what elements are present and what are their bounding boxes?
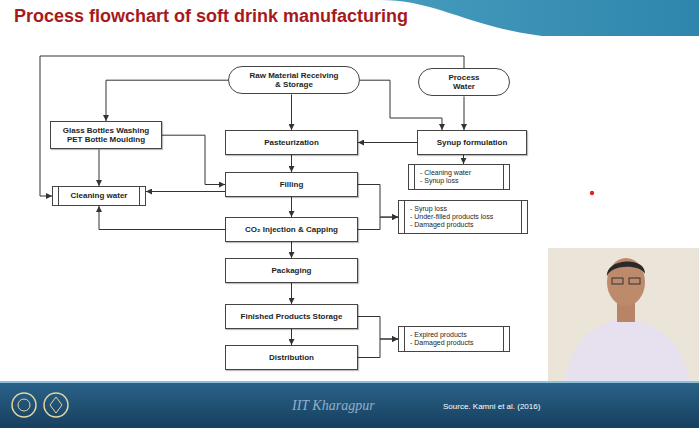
logo	[18, 399, 30, 411]
flow-arrow	[358, 217, 398, 229]
node-text: Glass Bottles Washing PET Bottle Mouldin…	[56, 126, 156, 144]
flow-arrow	[291, 94, 292, 130]
process-box: Filling	[225, 172, 358, 197]
process-box: Pasteurization	[225, 130, 358, 155]
output-box: - Syrup loss- Under-filled products loss…	[398, 200, 528, 234]
process-box: Glass Bottles Washing PET Bottle Mouldin…	[50, 121, 162, 149]
logo	[50, 397, 62, 413]
node-text: - Expired products	[410, 331, 498, 339]
flow-arrow	[99, 149, 100, 186]
process-box: Distribution	[225, 345, 358, 370]
process-box: Synup formulation	[417, 130, 527, 155]
logo	[44, 393, 68, 417]
logo	[12, 393, 36, 417]
flow-arrow	[463, 155, 464, 164]
flow-arrow	[291, 197, 292, 217]
node-text: Finished Products Storage	[231, 312, 352, 321]
output-box: Cleaning water	[52, 186, 146, 206]
node-text: Filling	[231, 180, 352, 189]
flow-arrow	[464, 96, 465, 130]
terminal-box: Process Water	[418, 68, 510, 96]
speaker-glasses	[629, 278, 640, 284]
node-text: - Synup loss	[420, 177, 498, 185]
flow-arrow	[146, 191, 225, 192]
flow-arrow	[291, 155, 292, 172]
bar-line	[0, 381, 699, 383]
title-curve	[0, 0, 560, 38]
source-note: Source. Kamni et al. (2016)	[443, 402, 540, 411]
node-text: Process Water	[437, 73, 491, 91]
terminal-box: Raw Material Receiving & Storage	[228, 66, 360, 94]
node-text: Synup formulation	[423, 138, 521, 147]
output-box: - Cleaning water- Synup loss	[408, 164, 510, 190]
flow-arrow	[40, 56, 464, 196]
speaker-head	[607, 258, 645, 306]
node-text: - Cleaning water	[420, 169, 498, 177]
flow-arrow	[106, 80, 228, 121]
flow-arrow	[291, 283, 292, 304]
bottom-bar	[0, 383, 699, 428]
node-text: Distribution	[231, 353, 352, 362]
speaker-glasses	[612, 278, 623, 284]
pointer-dot	[590, 191, 594, 195]
node-text: Packaging	[231, 266, 352, 275]
node-text: Raw Material Receiving & Storage	[247, 71, 341, 89]
flow-arrow	[162, 135, 225, 184]
flow-arrow	[358, 185, 398, 218]
output-box: - Expired products- Damaged products	[398, 326, 510, 352]
speaker-hair	[607, 261, 645, 276]
node-text: - Syrup loss	[410, 205, 516, 213]
process-box: Packaging	[225, 258, 358, 283]
speaker-shirt	[565, 318, 690, 383]
node-text: - Damaged products	[410, 339, 498, 347]
flow-arrow	[358, 142, 417, 143]
speaker-background	[548, 248, 699, 383]
slide-title: Process flowchart of soft drink manufact…	[14, 6, 408, 27]
flow-arrow	[358, 317, 398, 340]
node-text: CO₂ Injection & Capping	[231, 225, 352, 234]
node-text: - Damaged products	[410, 221, 516, 229]
node-text: Pasteurization	[231, 138, 352, 147]
node-text: - Under-filled products loss	[410, 213, 516, 221]
flow-arrow	[99, 206, 225, 230]
process-box: Finished Products Storage	[225, 304, 358, 329]
flow-arrow	[291, 329, 292, 345]
watermark: IIT Kharagpur	[292, 398, 375, 414]
process-box: CO₂ Injection & Capping	[225, 217, 358, 242]
node-text: Cleaning water	[64, 191, 134, 200]
flow-arrow	[291, 242, 292, 258]
flow-arrow	[358, 339, 398, 358]
